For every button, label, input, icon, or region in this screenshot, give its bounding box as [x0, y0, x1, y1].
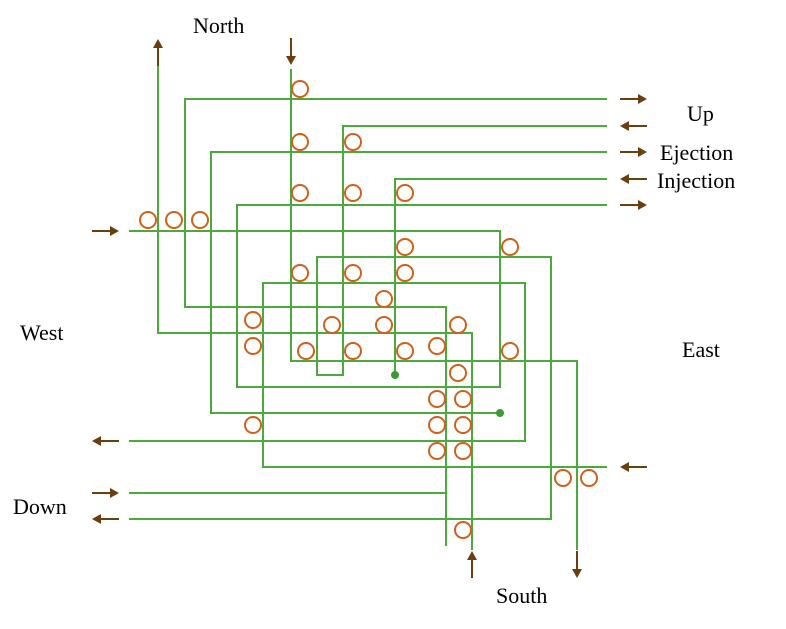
crosspoint-node [244, 416, 262, 434]
crosspoint-node [396, 238, 414, 256]
crosspoints [139, 80, 598, 539]
arrow-left-icon [620, 121, 647, 131]
label-north: North [193, 13, 244, 38]
crosspoint-node [501, 238, 519, 256]
crosspoint-node [291, 133, 309, 151]
crosspoint-node [428, 416, 446, 434]
crosspoint-node [454, 416, 472, 434]
label-east: East [682, 337, 720, 362]
wire-inner-ring [129, 204, 607, 388]
crosspoint-node [554, 469, 572, 487]
crosspoint-node [165, 211, 183, 229]
wire-ejection [210, 151, 607, 414]
crosspoint-node [291, 264, 309, 282]
crosspoint-node [375, 316, 393, 334]
wire-north-out [157, 46, 473, 550]
crosspoint-node [449, 364, 467, 382]
arrow-up-icon [467, 551, 477, 578]
wires [129, 46, 607, 550]
arrow-left-icon [620, 174, 647, 184]
arrow-right-icon [620, 94, 647, 104]
wire-down-in [129, 306, 447, 494]
wire-west-out [129, 282, 607, 468]
arrow-left-icon [620, 462, 647, 472]
arrow-down-icon [572, 551, 582, 578]
crosspoint-node [191, 211, 209, 229]
crosspoint-node [291, 80, 309, 98]
label-injection: Injection [657, 168, 735, 193]
crosspoint-node [323, 316, 341, 334]
arrow-up-icon [153, 39, 163, 66]
label-ejection: Ejection [660, 140, 733, 165]
crosspoint-node [244, 311, 262, 329]
arrow-left-icon [92, 436, 119, 446]
crosspoint-node [291, 184, 309, 202]
crosspoint-node [396, 342, 414, 360]
arrow-left-icon [92, 514, 119, 524]
crosspoint-node [344, 133, 362, 151]
arrow-right-icon [620, 147, 647, 157]
crosspoint-node [449, 316, 467, 334]
crosspoint-node [139, 211, 157, 229]
crosspoint-node [580, 469, 598, 487]
arrow-right-icon [620, 200, 647, 210]
crosspoint-node [344, 184, 362, 202]
crosspoint-node [454, 442, 472, 460]
crosspoint-node [297, 342, 315, 360]
arrow-right-icon [92, 488, 119, 498]
label-south: South [496, 583, 547, 608]
label-up: Up [687, 101, 714, 126]
label-down: Down [13, 494, 67, 519]
crosspoint-node [375, 290, 393, 308]
crosspoint-node [396, 184, 414, 202]
crosspoint-node [454, 390, 472, 408]
crosspoint-node [454, 521, 472, 539]
arrow-down-icon [286, 38, 296, 65]
crosspoint-node [501, 342, 519, 360]
wire-north-in [290, 69, 578, 550]
wire-up-in [129, 125, 607, 520]
crosspoint-node [344, 342, 362, 360]
crosspoint-node [428, 337, 446, 355]
arrow-right-icon [92, 226, 119, 236]
junction-dot-injection [391, 371, 399, 379]
label-west: West [20, 320, 63, 345]
wire-injection [394, 178, 607, 376]
crosspoint-node [428, 390, 446, 408]
crosspoint-node [244, 337, 262, 355]
port-arrows [92, 38, 647, 578]
crosspoint-node [396, 264, 414, 282]
crosspoint-node [344, 264, 362, 282]
junction-dot-ejection [496, 409, 504, 417]
crosspoint-node [428, 442, 446, 460]
